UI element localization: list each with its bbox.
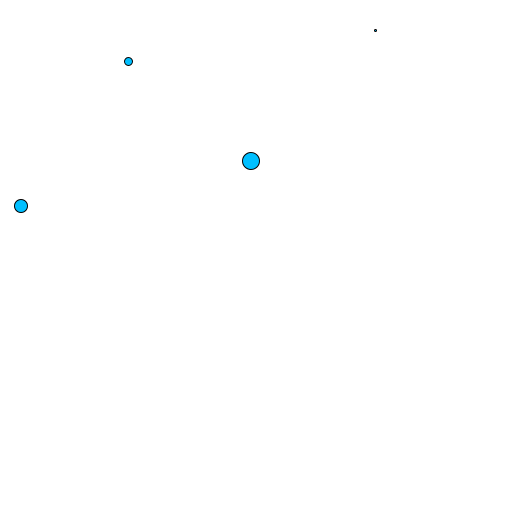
circle-small-upper[interactable] (124, 57, 133, 66)
circle-left[interactable] (14, 199, 28, 213)
circle-large-center[interactable] (242, 152, 260, 170)
circle-tiny-top-right[interactable] (374, 29, 377, 32)
